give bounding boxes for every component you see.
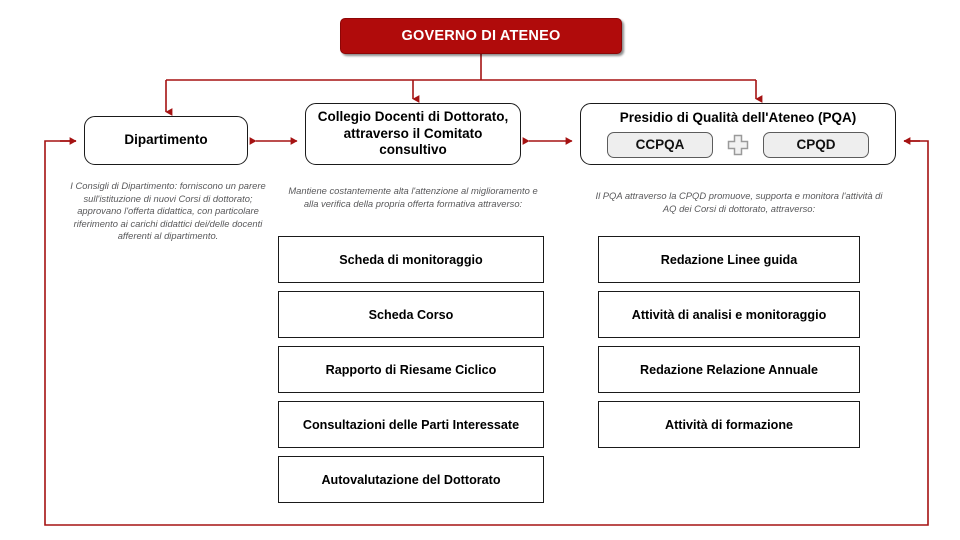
node-dipartimento-label: Dipartimento — [124, 132, 208, 148]
caption-dipartimento: I Consigli di Dipartimento: forniscono u… — [70, 180, 266, 241]
plus-icon — [727, 134, 749, 156]
node-collegio-label: Collegio Docenti di Dottorato, attravers… — [317, 109, 509, 158]
node-collegio-docenti[interactable]: Collegio Docenti di Dottorato, attravers… — [305, 103, 521, 165]
pqa-item-1[interactable]: Attività di analisi e monitoraggio — [598, 291, 860, 338]
pqa-subunit-cpqd[interactable]: CPQD — [763, 131, 869, 158]
node-dipartimento[interactable]: Dipartimento — [84, 116, 248, 165]
node-pqa-label: Presidio di Qualità dell'Ateneo (PQA) — [619, 110, 857, 125]
governance-title: GOVERNO DI ATENEO — [401, 28, 561, 44]
collegio-item-4[interactable]: Autovalutazione del Dottorato — [278, 456, 544, 503]
collegio-item-1[interactable]: Scheda Corso — [278, 291, 544, 338]
caption-pqa: Il PQA attraverso la CPQD promuove, supp… — [595, 190, 883, 214]
node-pqa[interactable]: Presidio di Qualità dell'Ateneo (PQA) CC… — [580, 103, 896, 165]
caption-collegio: Mantiene costantemente alta l'attenzione… — [288, 185, 538, 209]
collegio-item-0[interactable]: Scheda di monitoraggio — [278, 236, 544, 283]
collegio-item-3[interactable]: Consultazioni delle Parti Interessate — [278, 401, 544, 448]
pqa-subunits: CCPQA CPQD — [607, 131, 869, 158]
collegio-item-2[interactable]: Rapporto di Riesame Ciclico — [278, 346, 544, 393]
pqa-item-2[interactable]: Redazione Relazione Annuale — [598, 346, 860, 393]
pqa-item-0[interactable]: Redazione Linee guida — [598, 236, 860, 283]
pqa-subunit-ccpqa[interactable]: CCPQA — [607, 131, 713, 158]
governance-banner[interactable]: GOVERNO DI ATENEO — [340, 18, 622, 54]
pqa-item-3[interactable]: Attività di formazione — [598, 401, 860, 448]
